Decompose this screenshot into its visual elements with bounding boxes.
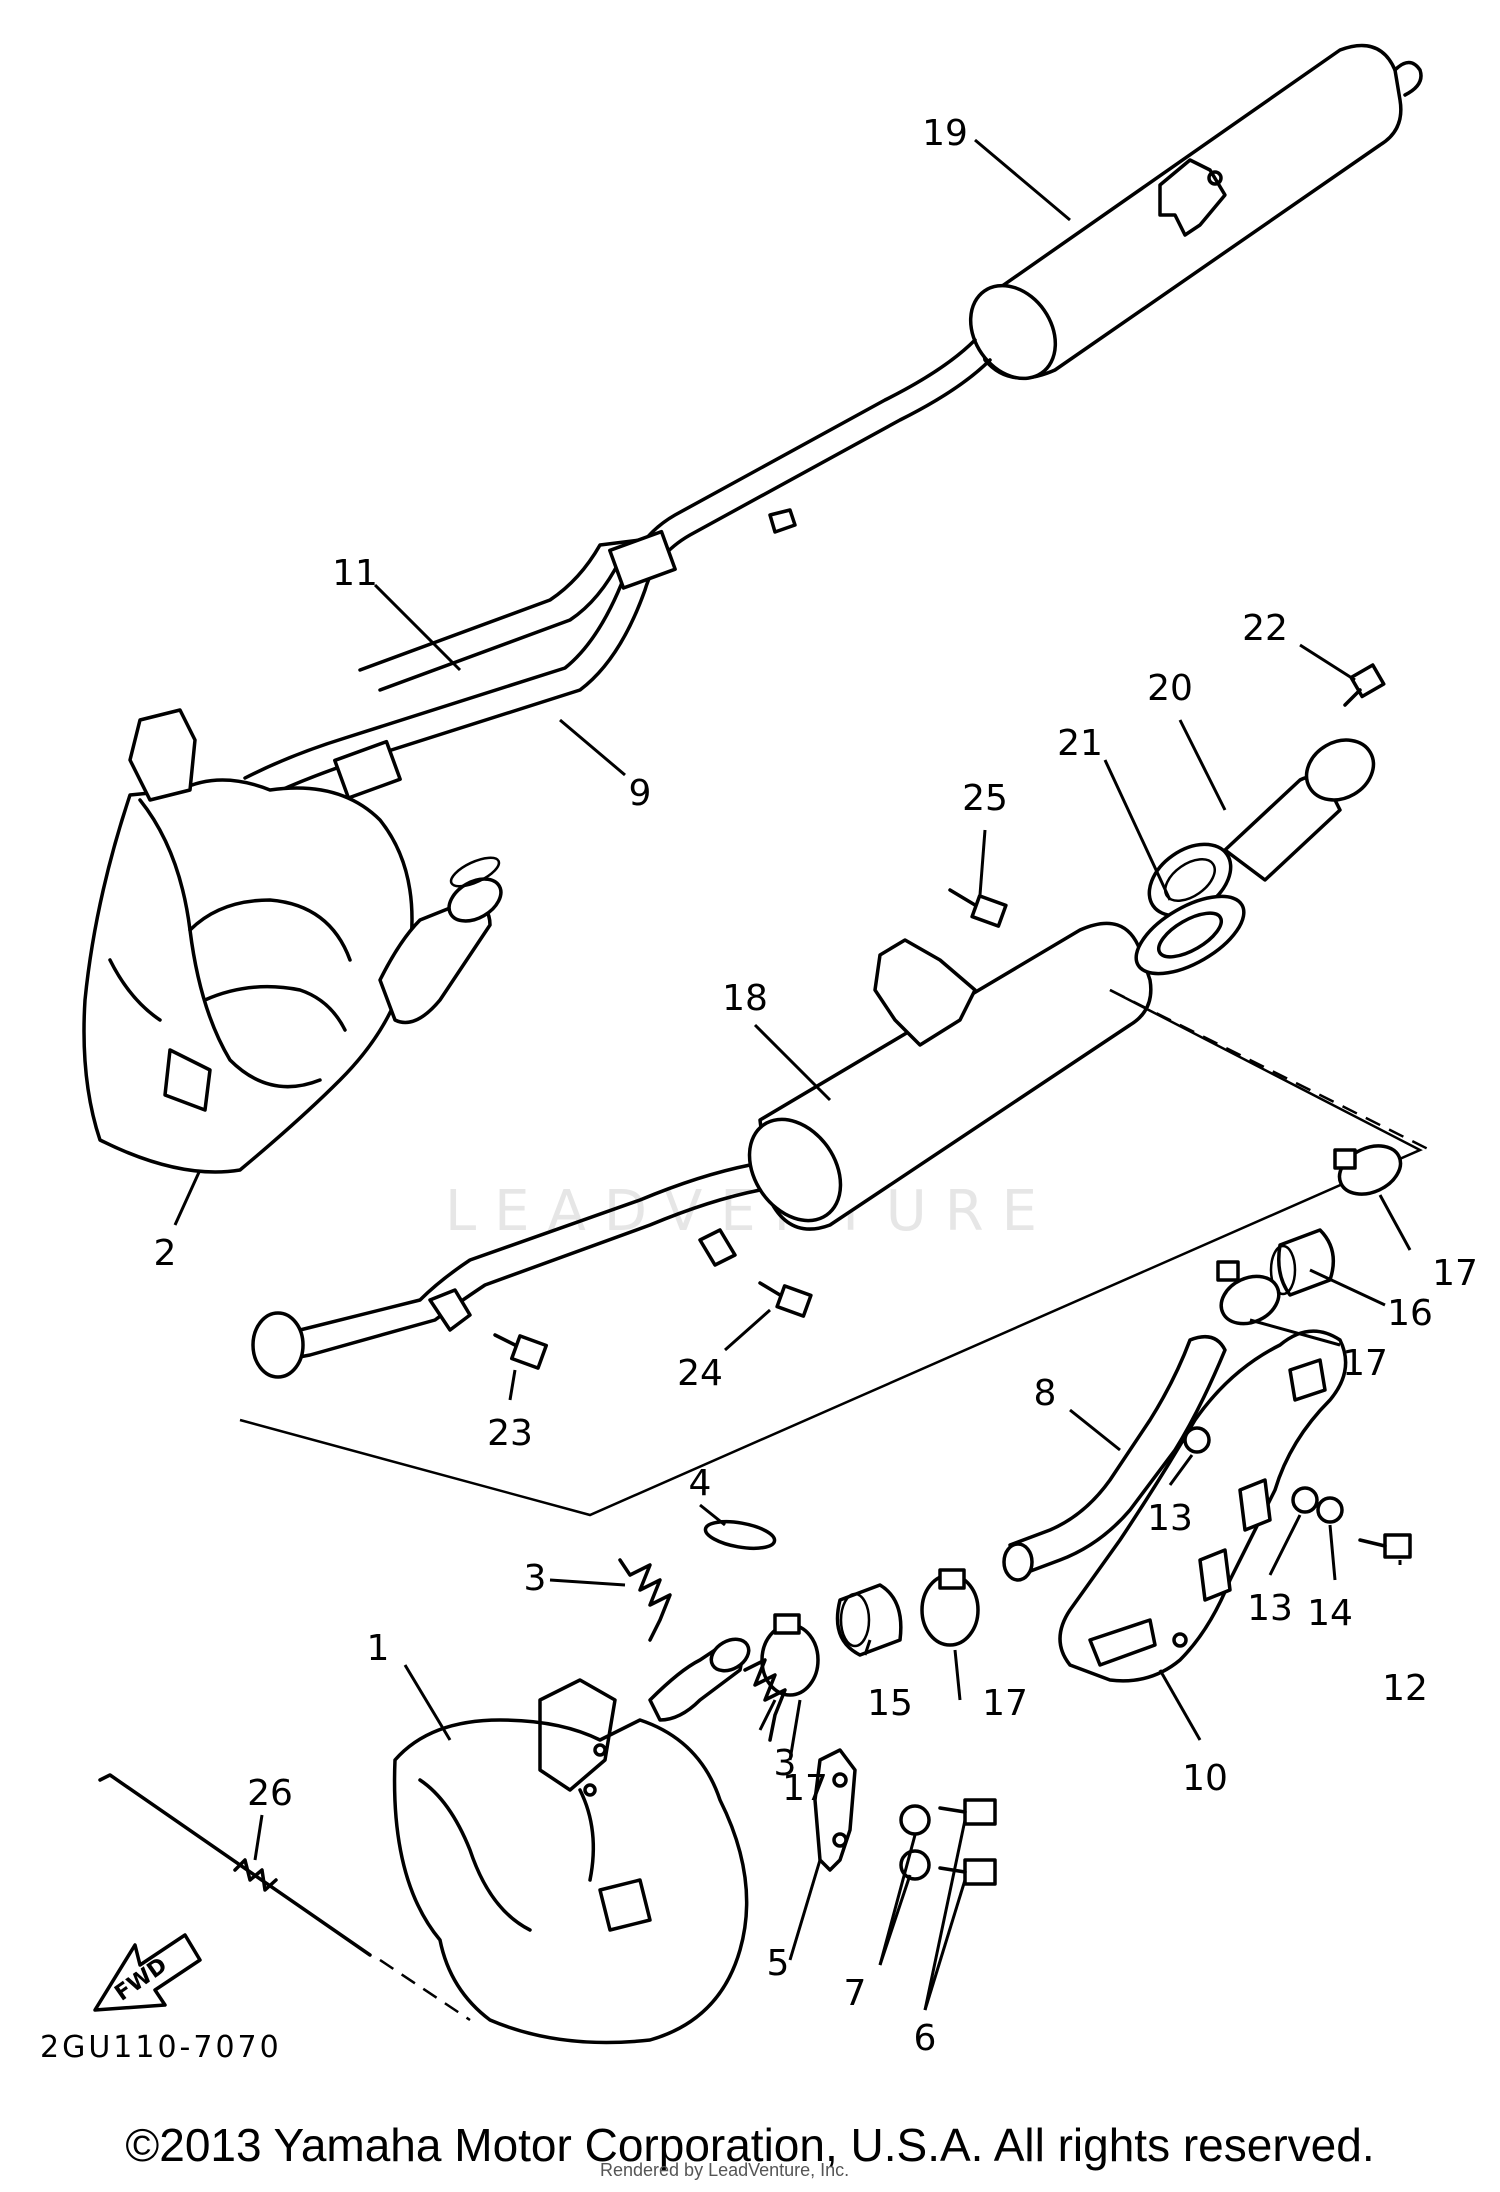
callout-18: 18	[722, 978, 768, 1019]
nuts-13-14	[1183, 1426, 1344, 1524]
callout-1: 1	[367, 1628, 390, 1669]
assembly-dash	[1109, 988, 1431, 1152]
wire-26	[98, 1773, 471, 2022]
bolt-12	[1358, 1533, 1412, 1559]
silencer-19	[968, 43, 1423, 381]
spring-3-lower	[743, 1658, 787, 1742]
watermark: LEADVENTURE	[445, 1179, 1055, 1244]
callout-20: 20	[1147, 668, 1193, 709]
callout-25: 25	[962, 778, 1008, 819]
bolt-24	[758, 1281, 813, 1318]
joint-15	[835, 1583, 903, 1657]
bolt-25	[948, 888, 1008, 928]
bracket-5	[813, 1748, 857, 1872]
callout-2: 2	[154, 1233, 177, 1274]
rendered-by-notice: Rendered by LeadVenture, Inc.	[600, 2160, 850, 2180]
gasket-21	[1134, 894, 1246, 976]
callout-3-lower: 3	[774, 1743, 797, 1784]
callout-8: 8	[1034, 1373, 1057, 1414]
silencer-18	[251, 921, 1153, 1379]
exhaust-chamber-1	[392, 1637, 751, 2045]
callout-16: 16	[1387, 1293, 1433, 1334]
callout-5: 5	[767, 1943, 790, 1984]
callout-22: 22	[1242, 608, 1288, 649]
callout-26: 26	[247, 1773, 293, 1814]
callout-9: 9	[629, 773, 652, 814]
pipe-8	[1002, 1334, 1227, 1582]
callout-11: 11	[332, 553, 378, 594]
callout-10: 10	[1182, 1758, 1228, 1799]
end-cap-20	[1147, 738, 1376, 918]
bolt-22	[1343, 663, 1386, 707]
exhaust-chamber-2	[82, 708, 503, 1174]
callout-21: 21	[1057, 723, 1103, 764]
assembly-outline	[239, 988, 1423, 1517]
clamp-17-right	[920, 1568, 980, 1647]
callout-17-right: 17	[982, 1683, 1028, 1724]
heat-protector-10	[1058, 1329, 1348, 1683]
spring-3-upper	[618, 1558, 672, 1642]
callout-13-lower: 13	[1247, 1588, 1293, 1629]
callout-12: 12	[1382, 1668, 1428, 1709]
callout-6: 6	[914, 2018, 937, 2059]
copyright-notice: ©2013 Yamaha Motor Corporation, U.S.A. A…	[125, 2119, 1375, 2171]
callout-7: 7	[844, 1973, 867, 2014]
leader-lines	[173, 138, 1412, 2011]
gasket-4	[703, 1519, 777, 1551]
rubber-joint-16	[1269, 1228, 1336, 1297]
callout-17-left: 17	[782, 1768, 828, 1809]
callout-14: 14	[1307, 1593, 1353, 1634]
pipe-9-11	[243, 338, 992, 802]
callout-17-mid: 17	[1342, 1343, 1388, 1384]
bolts-6	[938, 1798, 997, 1886]
callout-24: 24	[677, 1353, 723, 1394]
callout-17-top: 17	[1432, 1253, 1478, 1294]
callout-4: 4	[689, 1463, 712, 1504]
callout-3-upper: 3	[524, 1558, 547, 1599]
callout-labels: 19 11 9 22 20 21 25 18 2 24 23 17 16 17 …	[154, 113, 1478, 2059]
clamp-17-top	[1333, 1144, 1403, 1196]
callout-19: 19	[922, 113, 968, 154]
fwd-arrow-icon: FWD	[93, 1933, 202, 2012]
callout-15: 15	[867, 1683, 913, 1724]
callout-13-upper: 13	[1147, 1498, 1193, 1539]
bolt-23	[493, 1333, 549, 1370]
diagram-code: 2GU110-7070	[40, 2030, 282, 2065]
clamp-17-mid	[1216, 1260, 1281, 1326]
callout-23: 23	[487, 1413, 533, 1454]
